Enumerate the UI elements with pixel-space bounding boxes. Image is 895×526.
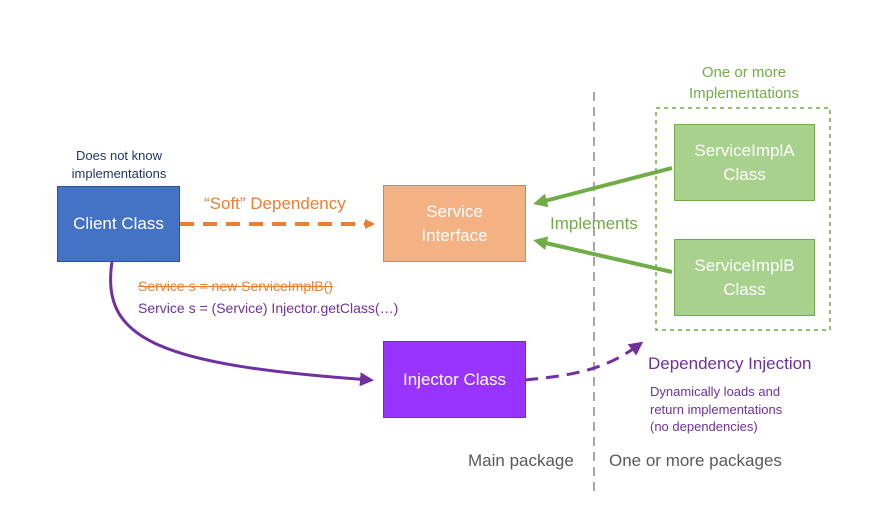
client-note: Does not know implementations <box>60 147 178 182</box>
implementations-heading-line2: Implementations <box>688 85 800 102</box>
service-interface-line2: Interface <box>421 225 488 245</box>
service-impl-b-box: ServiceImplB Class <box>674 239 815 316</box>
client-note-line1: Does not know <box>76 148 162 163</box>
injector-class-box: Injector Class <box>383 341 526 418</box>
other-packages-label: One or more packages <box>609 451 782 470</box>
injection-desc-line2: return implementations <box>650 401 783 417</box>
service-impl-b-line2: Class <box>723 279 766 299</box>
implementations-group-heading: One or more Implementations <box>662 62 826 104</box>
client-class-box: Client Class <box>57 186 180 262</box>
client-class-label: Client Class <box>73 214 164 234</box>
dependency-injection-arrow <box>524 341 644 382</box>
service-impl-b-line1: ServiceImplB <box>694 255 795 275</box>
service-impl-a-box: ServiceImplA Class <box>674 124 815 201</box>
client-to-injector-arrow <box>109 261 374 387</box>
client-note-line2: implementations <box>71 165 167 181</box>
implementations-group-border <box>655 107 831 331</box>
implements-label: Implements <box>550 214 638 233</box>
main-package-label: Main package <box>468 451 574 470</box>
dependency-injection-description: Dynamically loads and return implementat… <box>650 383 782 436</box>
new-code-line: Service s = (Service) Injector.getClass(… <box>138 300 399 316</box>
implementations-heading-line1: One or more <box>701 64 787 81</box>
injection-desc-line3: (no dependencies) <box>650 419 758 435</box>
implements-arrow-b <box>533 236 673 274</box>
implements-arrow-a <box>533 166 673 208</box>
service-impl-a-line1: ServiceImplA <box>694 140 795 160</box>
old-code-line: Service s = new ServiceImplB() <box>138 278 333 294</box>
soft-dependency-label: “Soft” Dependency <box>204 194 346 213</box>
service-impl-a-line2: Class <box>723 164 766 184</box>
service-interface-line1: Service <box>426 201 483 221</box>
injection-desc-line1: Dynamically loads and <box>650 384 781 399</box>
service-interface-box: Service Interface <box>383 185 526 262</box>
dependency-injection-title: Dependency Injection <box>648 354 812 373</box>
injector-class-label: Injector Class <box>403 369 506 389</box>
